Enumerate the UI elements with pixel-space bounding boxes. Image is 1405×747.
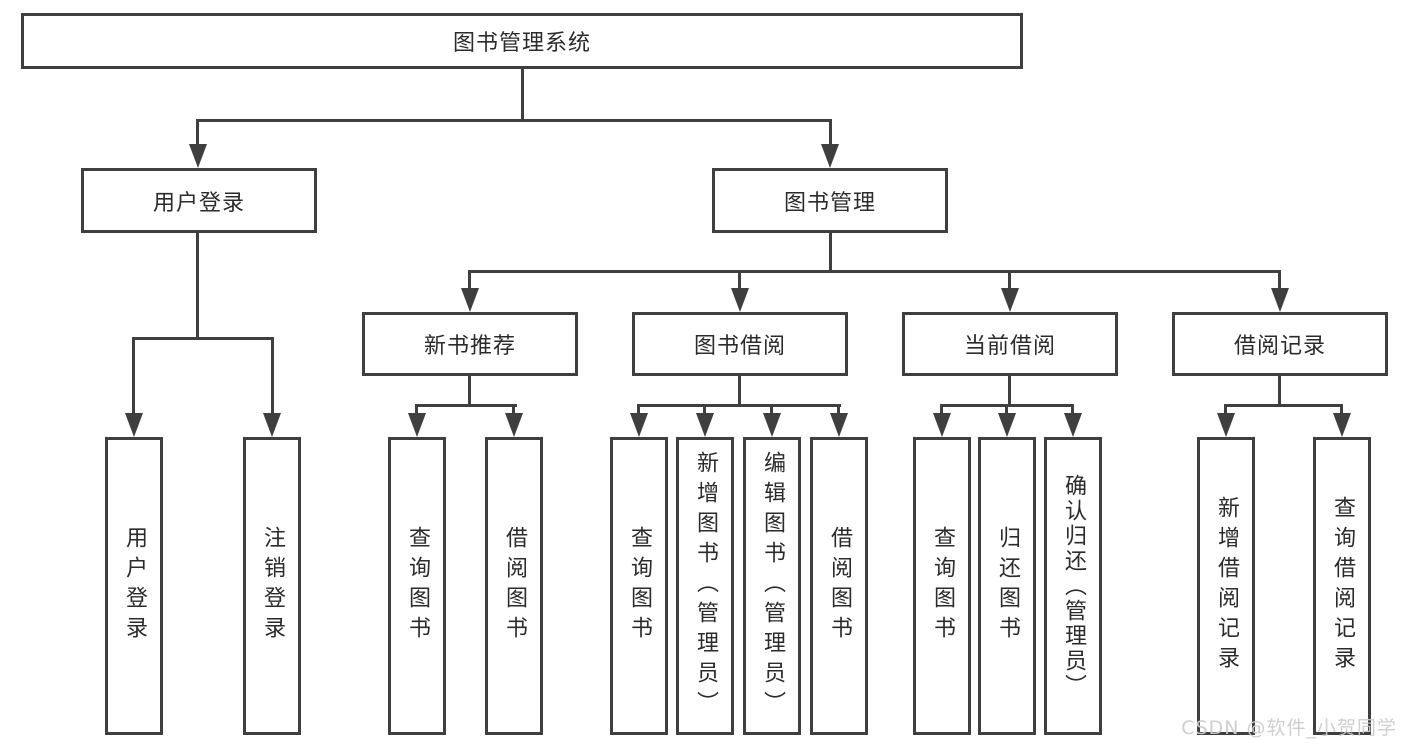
connector-line: [512, 404, 515, 416]
connector-line: [1278, 270, 1281, 290]
connector-line: [468, 270, 1281, 273]
arrow-down-icon: [189, 144, 207, 168]
arrow-down-icon: [505, 413, 523, 437]
node-label: 新增图书（管理员）: [693, 451, 718, 721]
connector-line: [1278, 376, 1281, 406]
node-label: 图书管理系统: [452, 31, 591, 56]
connector-line: [1008, 270, 1011, 290]
node-leaf-confirm-return-admin: 确认归还（管理员）: [1044, 437, 1102, 735]
node-book-management: 图书管理: [712, 168, 948, 233]
connector-line: [703, 404, 706, 416]
node-label: 确认归还（管理员）: [1061, 473, 1086, 699]
node-label: 图书管理: [783, 190, 876, 216]
connector-line: [1224, 404, 1343, 407]
node-leaf-query-borrow-record: 查询借阅记录: [1313, 437, 1371, 735]
connector-line: [1071, 404, 1074, 416]
arrow-down-icon: [998, 413, 1016, 437]
node-label: 编辑图书（管理员）: [760, 451, 785, 721]
arrow-down-icon: [763, 413, 781, 437]
arrow-down-icon: [821, 144, 839, 168]
node-label: 借阅图书: [827, 526, 852, 646]
node-current-borrow: 当前借阅: [902, 312, 1118, 376]
node-library-system: 图书管理系统: [21, 13, 1023, 69]
node-leaf-query-book-2: 查询图书: [610, 437, 668, 735]
arrow-down-icon: [461, 288, 479, 312]
connector-line: [521, 69, 524, 121]
arrow-down-icon: [1001, 288, 1019, 312]
connector-line: [196, 233, 199, 339]
node-label: 当前借阅: [963, 334, 1056, 359]
arrow-down-icon: [1064, 413, 1082, 437]
node-leaf-edit-book-admin: 编辑图书（管理员）: [743, 437, 801, 735]
connector-line: [1340, 404, 1343, 416]
connector-line: [637, 404, 640, 416]
arrow-down-icon: [1217, 413, 1235, 437]
node-label: 查询图书: [627, 526, 652, 646]
connector-line: [1008, 376, 1011, 406]
connector-line: [271, 337, 274, 415]
arrow-down-icon: [696, 413, 714, 437]
arrow-down-icon: [125, 413, 143, 437]
node-leaf-query-book-1: 查询图书: [388, 437, 446, 735]
node-leaf-add-book-admin: 新增图书（管理员）: [676, 437, 734, 735]
arrow-down-icon: [731, 288, 749, 312]
arrow-down-icon: [1333, 413, 1351, 437]
node-label: 新增借阅记录: [1214, 496, 1239, 676]
watermark: CSDN @软件_小贺同学: [1181, 717, 1397, 739]
node-label: 查询图书: [930, 526, 955, 646]
arrow-down-icon: [1271, 288, 1289, 312]
connector-line: [940, 404, 943, 416]
connector-line: [132, 337, 135, 415]
node-book-borrow: 图书借阅: [632, 312, 848, 376]
node-leaf-add-borrow-record: 新增借阅记录: [1197, 437, 1255, 735]
connector-line: [738, 376, 741, 406]
connector-line: [468, 376, 471, 406]
arrow-down-icon: [933, 413, 951, 437]
connector-line: [1224, 404, 1227, 416]
node-leaf-query-book-3: 查询图书: [913, 437, 971, 735]
node-label: 借阅记录: [1233, 334, 1326, 359]
node-label: 用户登录: [152, 190, 245, 216]
node-label: 新书推荐: [423, 334, 516, 359]
node-label: 图书借阅: [693, 334, 786, 359]
connector-line: [415, 404, 418, 416]
arrow-down-icon: [630, 413, 648, 437]
node-user-login: 用户登录: [81, 168, 317, 233]
connector-line: [738, 270, 741, 290]
connector-line: [637, 404, 841, 407]
connector-line: [415, 404, 517, 407]
node-label: 借阅图书: [502, 526, 527, 646]
node-label: 用户登录: [122, 526, 147, 646]
connector-line: [196, 119, 199, 147]
node-label: 注销登录: [260, 526, 285, 646]
arrow-down-icon: [263, 413, 281, 437]
node-leaf-return-book: 归还图书: [978, 437, 1036, 735]
connector-line: [837, 404, 840, 416]
node-leaf-user-login: 用户登录: [105, 437, 163, 735]
node-leaf-borrow-book-2: 借阅图书: [810, 437, 868, 735]
node-borrow-records: 借阅记录: [1172, 312, 1388, 376]
node-leaf-logout: 注销登录: [243, 437, 301, 735]
node-label: 查询图书: [405, 526, 430, 646]
connector-line: [770, 404, 773, 416]
connector-line: [1005, 404, 1008, 416]
connector-line: [468, 270, 471, 290]
connector-line: [829, 119, 832, 147]
node-label: 查询借阅记录: [1330, 496, 1355, 676]
node-new-book-recommend: 新书推荐: [362, 312, 578, 376]
arrow-down-icon: [830, 413, 848, 437]
node-leaf-borrow-book-1: 借阅图书: [485, 437, 543, 735]
connector-line: [132, 337, 274, 340]
connector-line: [196, 119, 832, 122]
node-label: 归还图书: [995, 526, 1020, 646]
connector-line: [829, 233, 832, 272]
arrow-down-icon: [408, 413, 426, 437]
